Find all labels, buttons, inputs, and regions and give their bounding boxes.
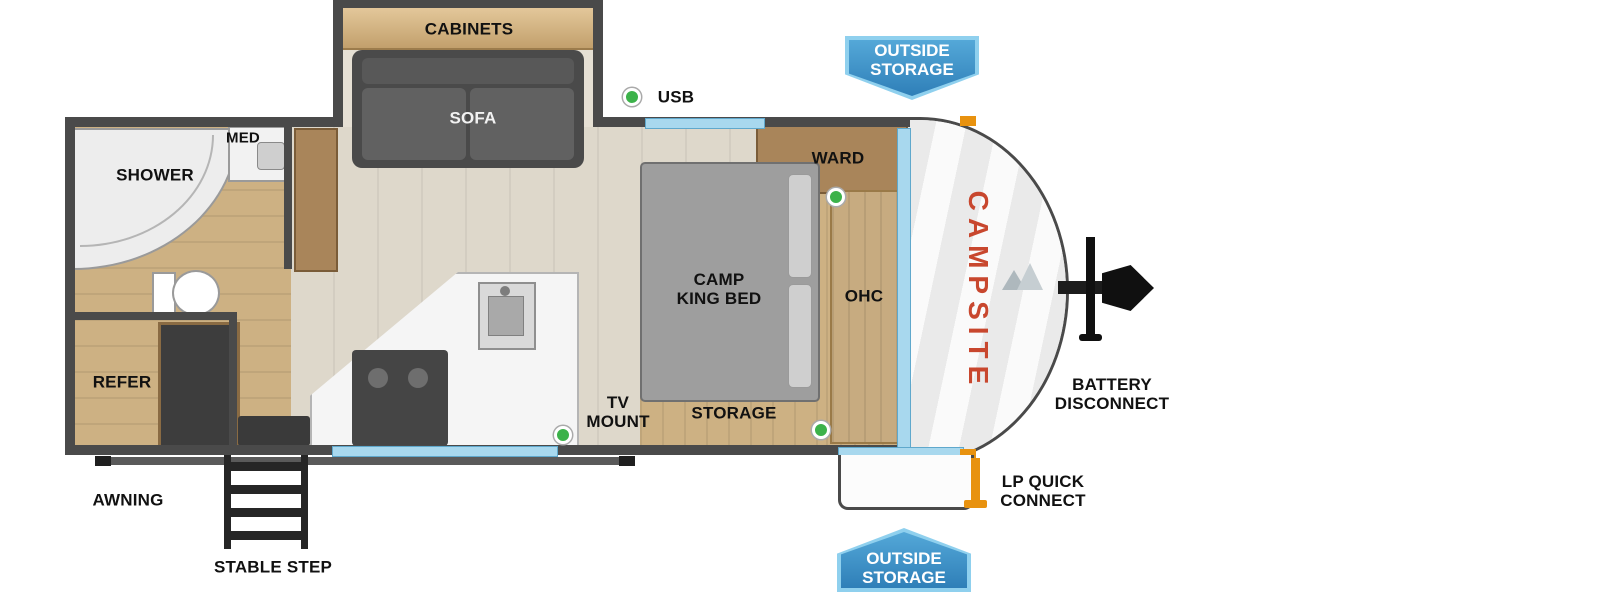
camp-king-bed-label: CAMP KING BED: [676, 269, 762, 308]
marker-orange-top: [960, 116, 976, 126]
shower-label: SHOWER: [116, 165, 194, 185]
stable-step-rail: [224, 455, 231, 549]
tongue-jack-foot: [1079, 334, 1102, 341]
brand-campsite-text: CAMPSITE: [963, 190, 994, 391]
stable-step-label: STABLE STEP: [213, 557, 333, 577]
stove-burner: [408, 368, 428, 388]
sink-basin: [488, 296, 524, 336]
indicator-dot: [554, 426, 572, 444]
lp-compartment: [838, 455, 974, 510]
overhead-cabinets: [343, 8, 593, 50]
tongue-jack: [1086, 237, 1095, 339]
awning-label: AWNING: [92, 490, 164, 510]
hitch-tongue: [1058, 281, 1110, 294]
stable-step-tread: [231, 508, 301, 517]
bathroom-wall: [69, 312, 237, 320]
slideout-wall: [333, 0, 343, 127]
lp-quick-connect-fitting: [971, 458, 980, 504]
stable-step-tread: [231, 485, 301, 494]
badge-label: OUTSIDE STORAGE: [841, 532, 967, 588]
hitch-coupler: [1102, 265, 1154, 311]
wall: [65, 117, 75, 455]
ohc-label: OHC: [844, 286, 884, 306]
lp-quick-connect-nozzle: [964, 500, 987, 508]
tv-mount-label: TV MOUNT: [586, 392, 650, 431]
sofa-cushion-left: [362, 88, 466, 160]
stable-step-rail: [301, 455, 308, 549]
cap-graphics: [906, 120, 1066, 461]
cabinets-label: CABINETS: [424, 19, 514, 39]
faucet-icon: [500, 286, 510, 296]
indicator-dot: [827, 188, 845, 206]
sofa-cushion-right: [470, 88, 574, 160]
front-cap: CAMPSITE: [903, 117, 1069, 464]
pillow: [788, 284, 812, 388]
stable-step-tread: [231, 531, 301, 540]
battery-disconnect-label: BATTERY DISCONNECT: [1054, 374, 1170, 413]
storage-label: STORAGE: [691, 403, 777, 423]
awning-end-cap: [619, 456, 635, 466]
bathroom-wall: [284, 124, 292, 269]
refrigerator: [158, 322, 240, 450]
underbed-storage-floor: [640, 396, 818, 448]
sofa-label: SOFA: [449, 108, 497, 128]
range-stove: [352, 350, 448, 446]
sofa-backrest: [362, 58, 574, 84]
refrigerator-label: REFER: [92, 372, 152, 392]
entry-door: [332, 446, 558, 457]
outside-storage-badge-top: OUTSIDE STORAGE: [845, 36, 979, 100]
stove-burner: [368, 368, 388, 388]
entry-mat: [238, 416, 310, 446]
slideout-wall: [593, 0, 603, 127]
medicine-cabinet-label: MED: [226, 129, 260, 147]
badge-label: OUTSIDE STORAGE: [849, 40, 975, 96]
overhead-cabinet-ohc: [830, 190, 908, 444]
wardrobe-label: WARD: [811, 148, 865, 168]
pantry-cabinet: [294, 128, 338, 272]
lp-quick-connect-label: LP QUICK CONNECT: [1000, 471, 1086, 510]
mountain-emblem-icon: [1002, 262, 1044, 290]
bathroom-sink: [257, 142, 285, 170]
refrigerator-nook-wall: [229, 312, 237, 451]
wall: [65, 117, 343, 127]
slideout-wall: [333, 0, 603, 8]
outside-storage-badge-bottom: OUTSIDE STORAGE: [837, 528, 971, 592]
marker-orange-bottom: [960, 449, 976, 459]
awning-end-cap: [95, 456, 111, 466]
pillow: [788, 174, 812, 278]
stable-step-tread: [231, 462, 301, 471]
window: [645, 118, 765, 129]
awning-bar: [95, 457, 635, 465]
toilet: [172, 270, 220, 316]
usb-label: USB: [657, 87, 695, 107]
front-window: [897, 128, 911, 448]
usb-indicator-dot: [623, 88, 641, 106]
indicator-dot: [812, 421, 830, 439]
